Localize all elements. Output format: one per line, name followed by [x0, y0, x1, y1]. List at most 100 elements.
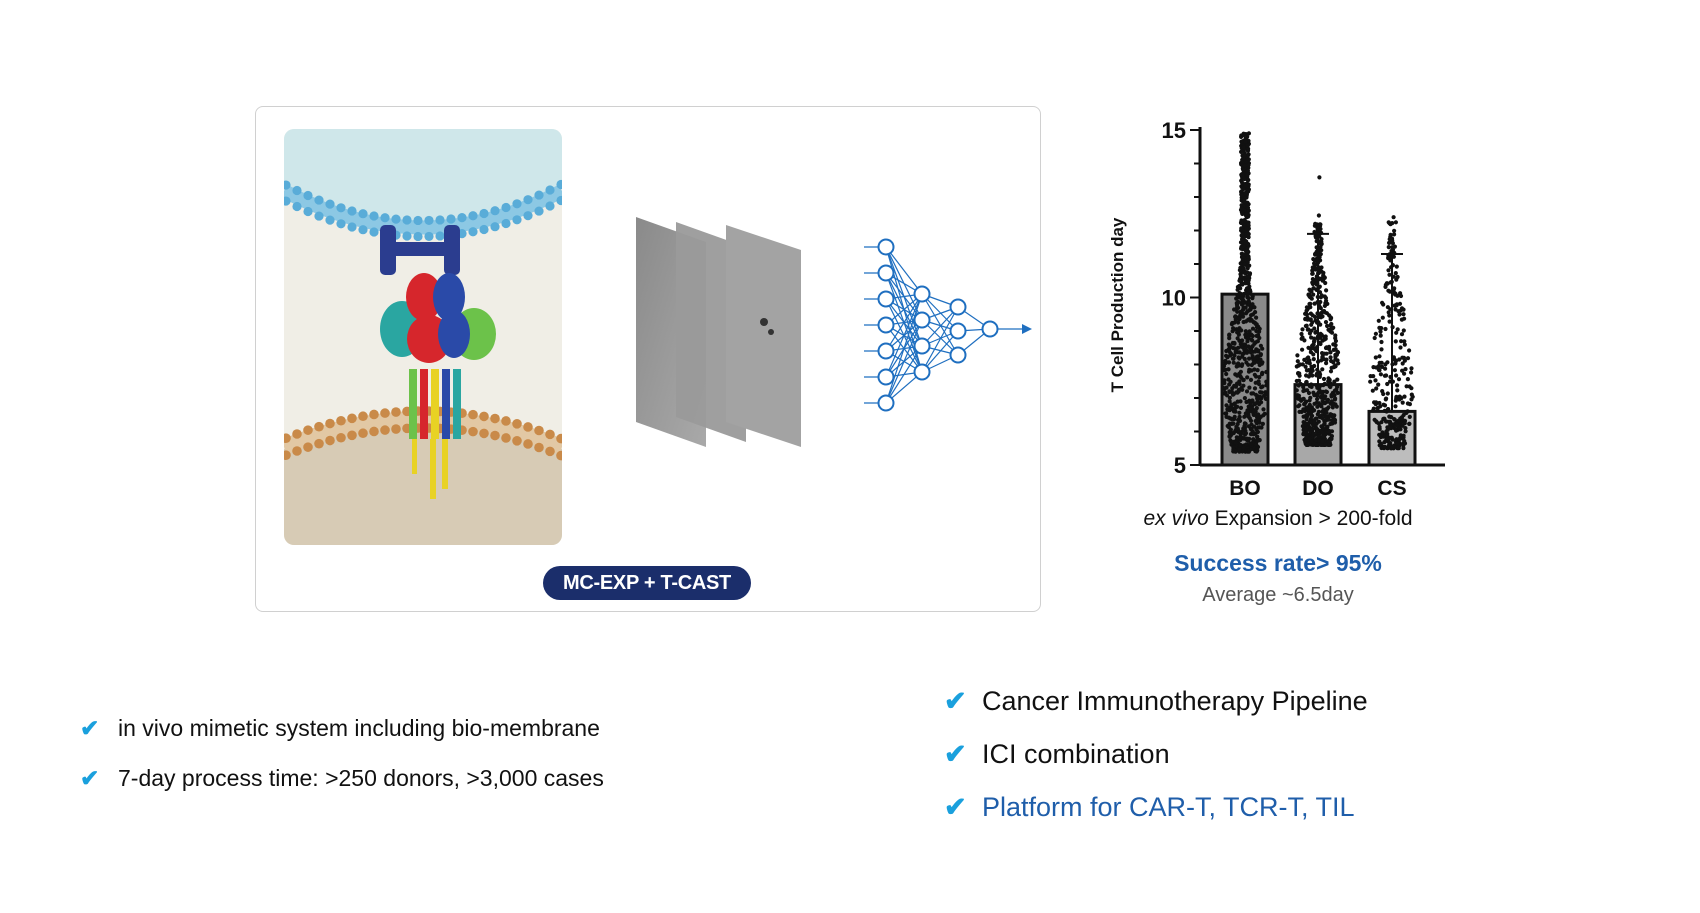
data-point [1329, 394, 1334, 399]
data-point [1222, 378, 1227, 383]
data-point [1243, 136, 1248, 141]
data-point [1309, 382, 1314, 387]
data-point [1311, 352, 1316, 357]
data-point [1392, 417, 1397, 422]
data-point [1320, 278, 1325, 283]
data-point [1370, 388, 1375, 393]
success-rate: Success rate> 95% [1174, 550, 1382, 576]
data-point [1307, 358, 1312, 363]
data-point [1237, 435, 1243, 440]
data-point [1333, 343, 1338, 348]
data-point [1248, 441, 1253, 446]
data-point [1300, 397, 1305, 402]
data-point [1248, 427, 1254, 432]
data-point [1264, 379, 1269, 384]
data-point [1260, 421, 1265, 426]
data-point [1326, 429, 1331, 434]
data-point [1250, 296, 1255, 301]
data-point [1316, 401, 1321, 406]
data-point [1307, 331, 1312, 336]
caption-text: Expansion > 200-fold [1208, 507, 1413, 530]
data-point [1402, 339, 1407, 344]
data-point [1223, 358, 1228, 363]
data-point [1333, 396, 1338, 401]
feature-list-right: ✔Cancer Immunotherapy Pipeline ✔ICI comb… [944, 686, 1368, 845]
data-point [1239, 206, 1245, 212]
data-point [1308, 301, 1313, 306]
data-point [1227, 389, 1232, 394]
data-point [1328, 383, 1334, 388]
data-point [1385, 381, 1390, 387]
data-point [1232, 353, 1237, 358]
data-point [1385, 305, 1390, 310]
data-point [1246, 317, 1251, 322]
data-point [1383, 366, 1388, 371]
data-point [1400, 400, 1405, 405]
data-point [1238, 443, 1243, 448]
x-tick-label: DO [1302, 477, 1334, 500]
data-point [1323, 442, 1328, 447]
data-point [1323, 389, 1328, 394]
data-point [1254, 315, 1259, 320]
data-point [1311, 431, 1316, 437]
data-point [1231, 447, 1236, 452]
data-point [1243, 305, 1248, 310]
data-point [1243, 191, 1248, 196]
chart-error-bars [1307, 232, 1403, 412]
data-point [1321, 433, 1326, 439]
data-point [1255, 438, 1260, 444]
data-point [1233, 348, 1238, 353]
data-point [1377, 443, 1382, 448]
data-point [1383, 326, 1388, 332]
data-point [1244, 389, 1250, 394]
data-point [1242, 153, 1247, 158]
data-point [1245, 168, 1250, 173]
data-point [1326, 346, 1332, 351]
data-point [1321, 273, 1326, 278]
data-point [1378, 329, 1383, 334]
data-point [1240, 352, 1245, 357]
data-point [1405, 356, 1411, 361]
data-point [1255, 368, 1260, 373]
data-point [1257, 402, 1262, 407]
data-point [1395, 274, 1400, 280]
data-point [1241, 145, 1246, 150]
data-point [1333, 347, 1338, 352]
data-point [1383, 397, 1388, 402]
data-point [1245, 375, 1250, 380]
data-point [1263, 396, 1268, 401]
data-point [1254, 328, 1259, 334]
data-point [1301, 384, 1306, 390]
data-point [1242, 423, 1247, 429]
data-point [1311, 339, 1317, 344]
data-point [1303, 364, 1308, 369]
data-point [1221, 363, 1227, 369]
data-point [1227, 395, 1232, 400]
data-point [1396, 377, 1402, 382]
data-point [1395, 327, 1400, 332]
data-point [1227, 382, 1232, 387]
data-point [1386, 268, 1391, 273]
data-point [1393, 404, 1398, 409]
data-point [1256, 425, 1261, 430]
y-tick-label: 15 [1162, 118, 1186, 143]
data-point [1392, 368, 1397, 373]
data-point [1232, 402, 1237, 407]
data-point [1247, 329, 1252, 334]
data-point [1224, 403, 1229, 408]
data-point [1380, 315, 1385, 320]
data-point [1410, 394, 1415, 399]
data-point [1297, 409, 1302, 414]
data-point [1332, 418, 1338, 423]
data-point [1313, 347, 1318, 352]
data-point [1319, 237, 1324, 242]
average-days: Average ~6.5day [1202, 584, 1354, 606]
data-point [1226, 415, 1231, 420]
data-point [1231, 326, 1236, 331]
data-point [1388, 419, 1393, 424]
data-point [1381, 445, 1387, 450]
data-point [1322, 401, 1327, 406]
data-point [1227, 350, 1232, 355]
data-point [1240, 258, 1245, 263]
data-point [1295, 395, 1300, 400]
